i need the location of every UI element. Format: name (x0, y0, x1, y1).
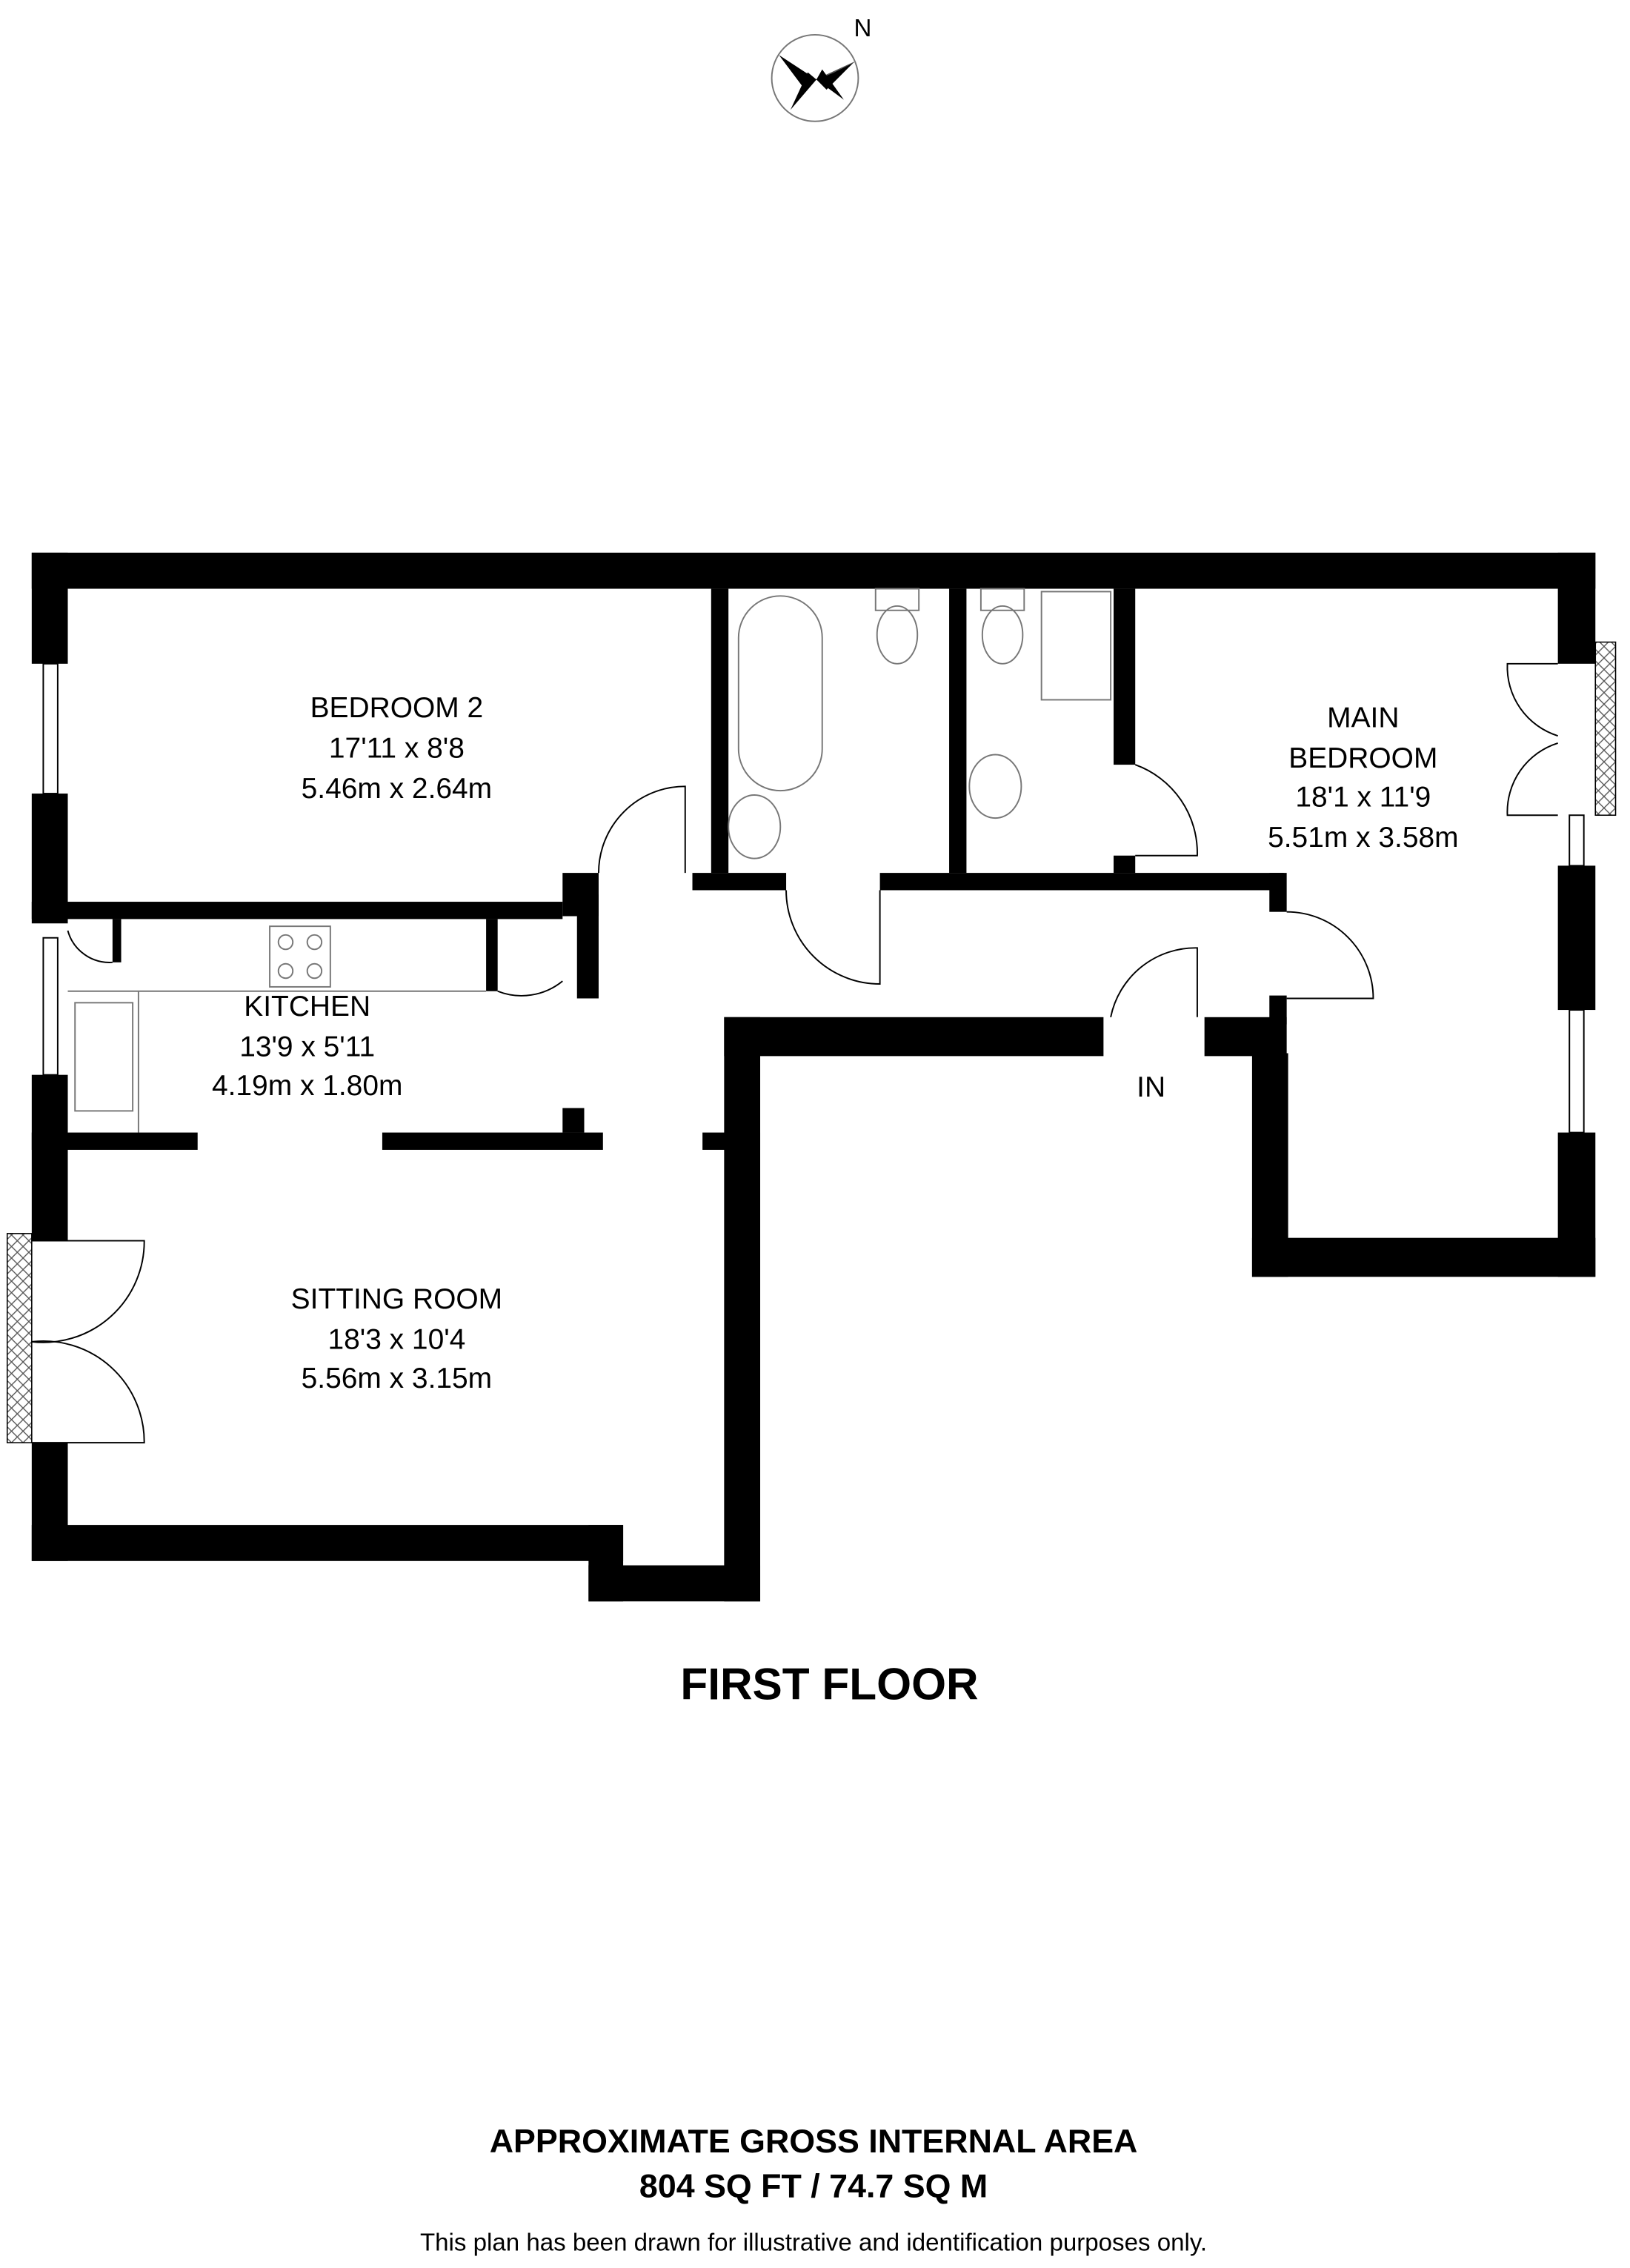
room-name-line1: MAIN (1327, 702, 1399, 734)
room-imperial: 18'3 x 10'4 (327, 1324, 465, 1356)
room-kitchen: KITCHEN 13'9 x 5'11 4.19m x 1.80m (212, 991, 402, 1102)
room-name: SITTING ROOM (291, 1283, 502, 1315)
area-heading: APPROXIMATE GROSS INTERNAL AREA (490, 2123, 1138, 2160)
room-name: KITCHEN (244, 991, 370, 1022)
windows (6, 641, 1617, 1443)
fixtures (67, 588, 1112, 1133)
compass-north-label: N (854, 15, 872, 42)
doors (31, 662, 1558, 1444)
room-name: BEDROOM 2 (310, 692, 484, 724)
room-bedroom-2: BEDROOM 2 17'11 x 8'8 5.46m x 2.64m (302, 692, 492, 805)
entrance-label: IN (1137, 1071, 1165, 1103)
room-sitting-room: SITTING ROOM 18'3 x 10'4 5.56m x 3.15m (291, 1283, 502, 1394)
floor-title: FIRST FLOOR (680, 1659, 978, 1709)
room-metric: 5.46m x 2.64m (302, 773, 492, 805)
walls (31, 552, 1596, 1602)
room-metric: 5.56m x 3.15m (302, 1363, 492, 1394)
room-imperial: 17'11 x 8'8 (329, 732, 465, 764)
north-compass-icon: N (771, 15, 872, 122)
room-metric: 5.51m x 3.58m (1268, 822, 1458, 854)
room-name-line2: BEDROOM (1288, 742, 1437, 774)
room-imperial: 18'1 x 11'9 (1295, 782, 1431, 814)
room-main-bedroom: MAIN BEDROOM 18'1 x 11'9 5.51m x 3.58m (1268, 702, 1458, 854)
area-value: 804 SQ FT / 74.7 SQ M (639, 2167, 988, 2204)
room-imperial: 13'9 x 5'11 (239, 1031, 375, 1062)
disclaimer: This plan has been drawn for illustrativ… (420, 2229, 1207, 2256)
room-metric: 4.19m x 1.80m (212, 1070, 402, 1102)
